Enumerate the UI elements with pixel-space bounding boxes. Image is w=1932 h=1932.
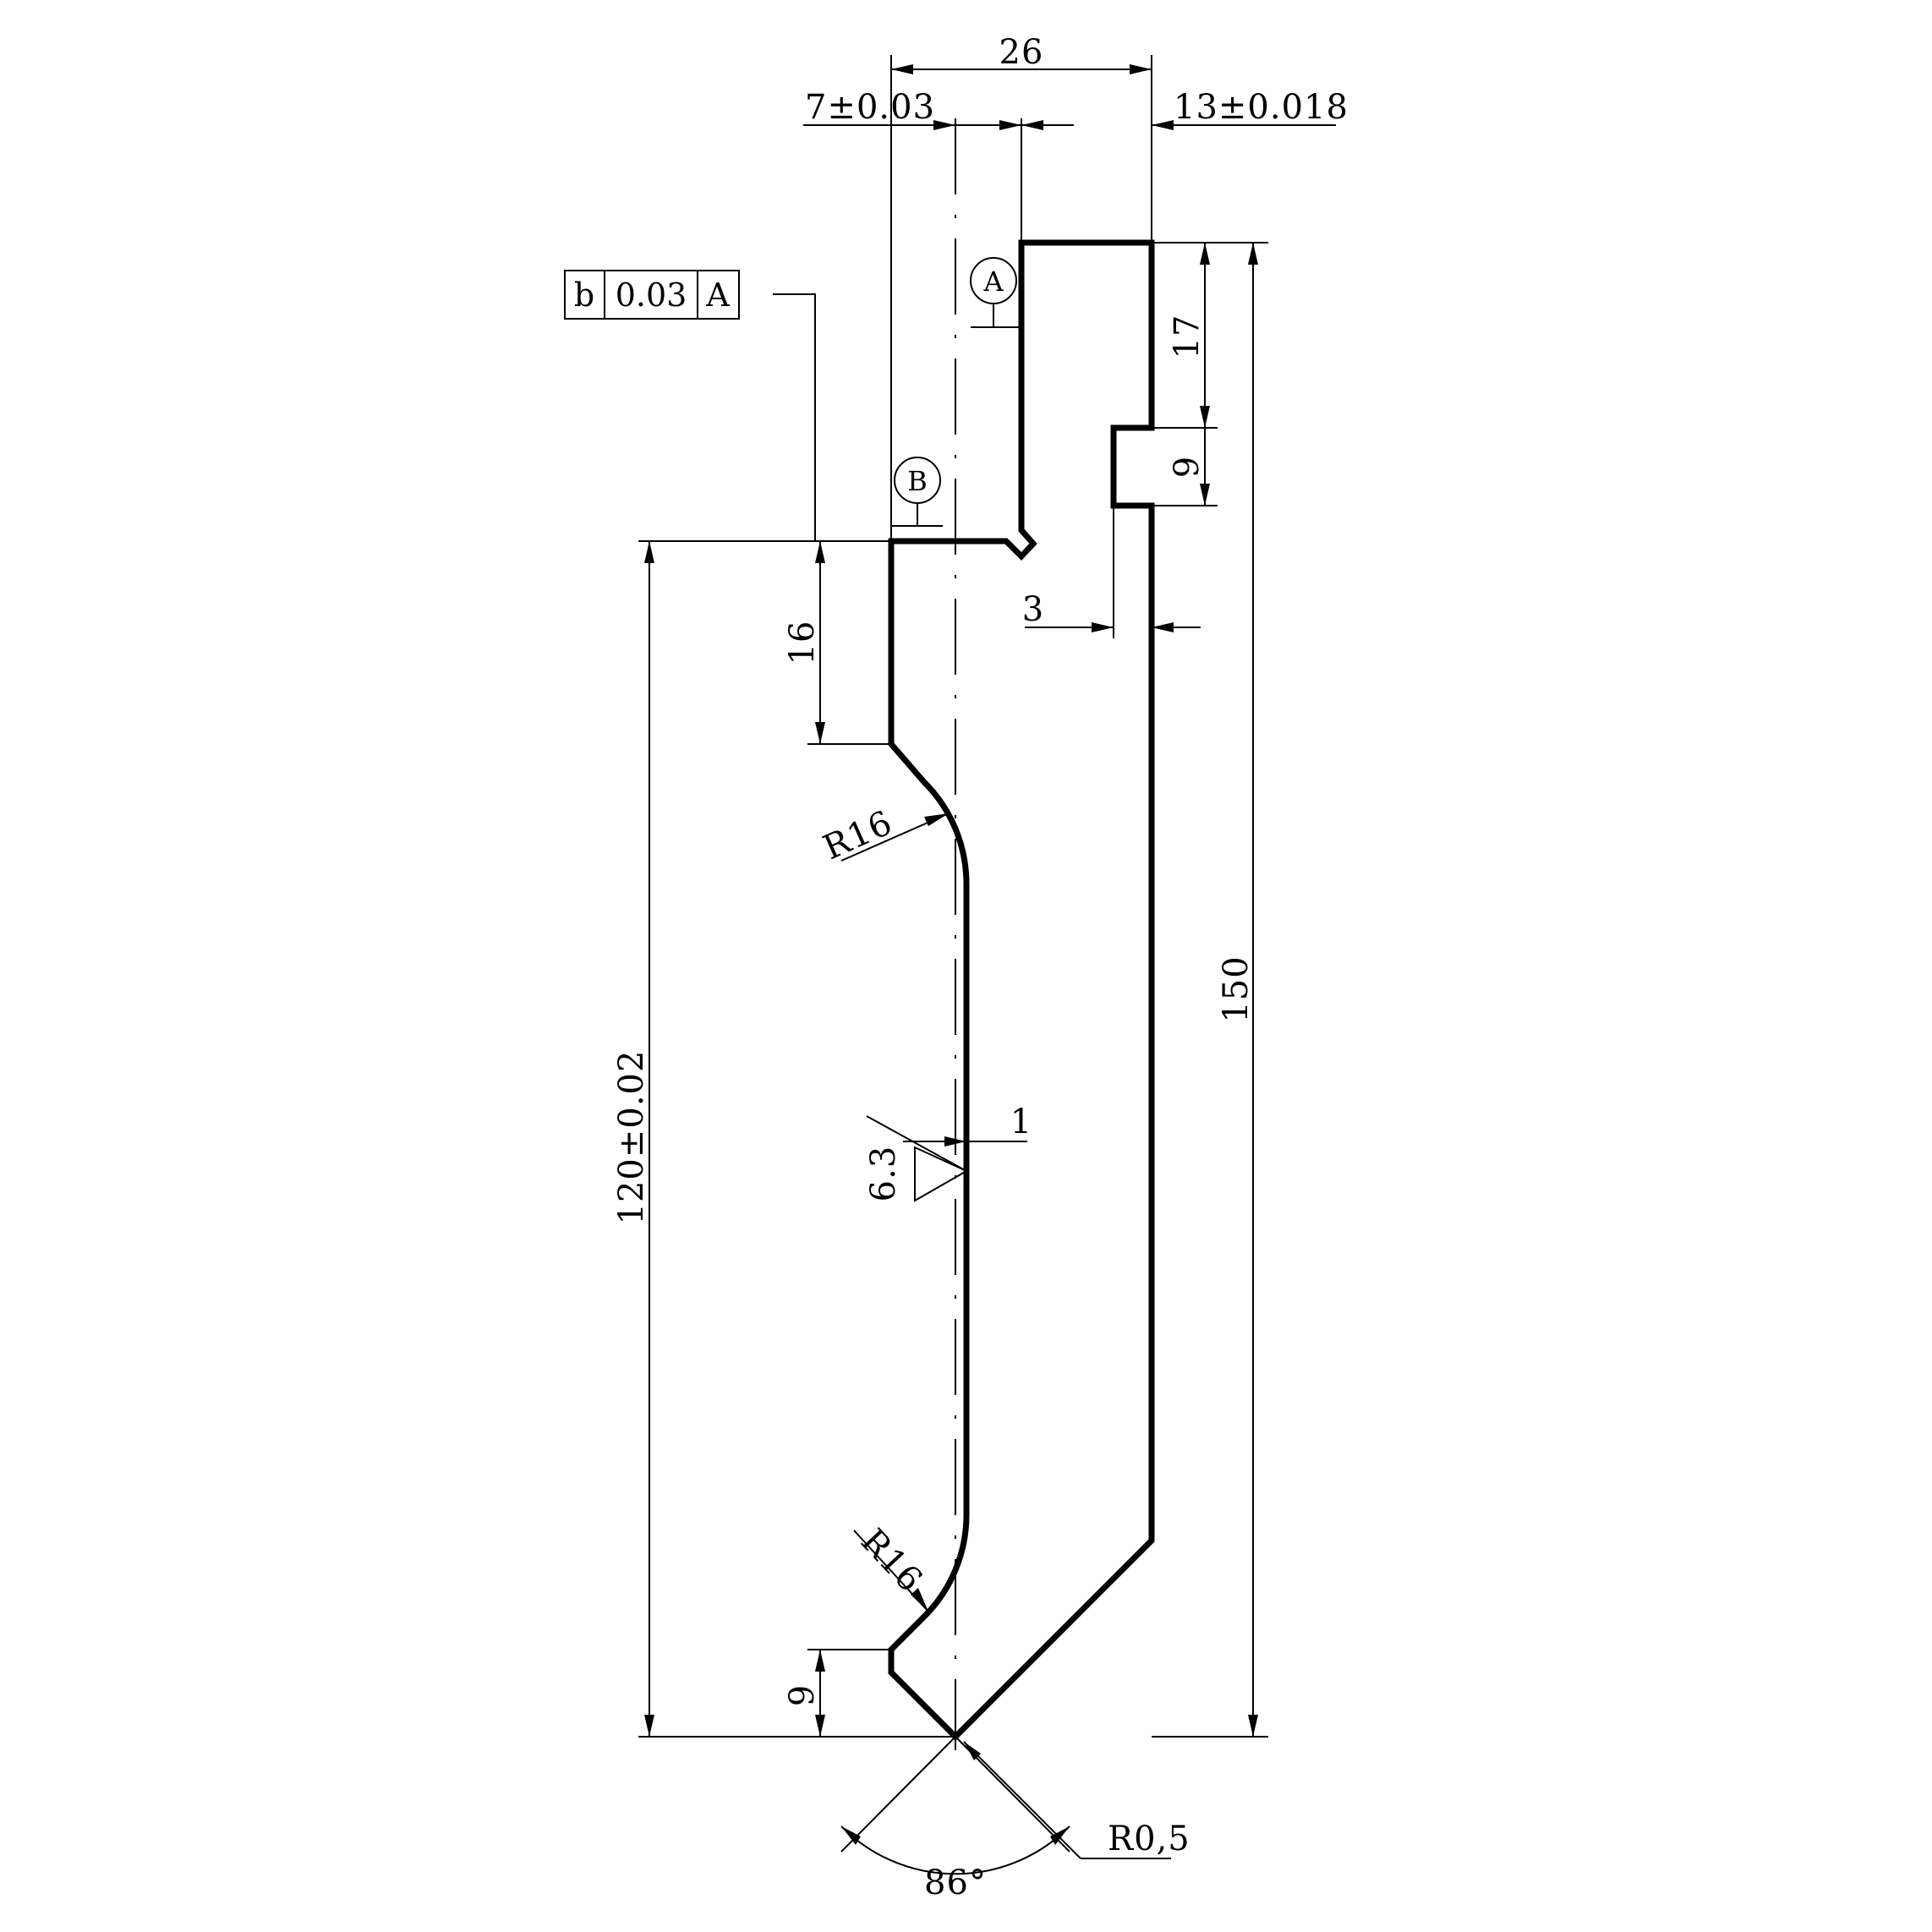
- dimension-150: 150: [1152, 243, 1268, 1738]
- tolerance-frame: b 0.03 A: [564, 270, 816, 541]
- dimension-16: 16: [638, 540, 891, 745]
- dim-16-label: 16: [783, 621, 822, 665]
- surface-finish: 6.3 1: [864, 1103, 1032, 1202]
- dimension-3: 3: [1022, 506, 1201, 638]
- radius-top-label: R16: [818, 803, 898, 867]
- tip-angle: 86°: [840, 1736, 1070, 1902]
- dim-120-label: 120±0.02: [612, 1050, 651, 1225]
- tip-radius-label: R0,5: [1108, 1820, 1190, 1858]
- dimension-9-top: 9: [1152, 428, 1218, 506]
- dim-17-label: 17: [1168, 315, 1207, 359]
- tolerance-datum: A: [705, 276, 730, 314]
- dimension-7-13: 7±0.03 13±0.018: [803, 88, 1349, 243]
- dim-9-top-label: 9: [1168, 456, 1207, 478]
- dim-13-label: 13±0.018: [1174, 88, 1349, 127]
- dim-150-label: 150: [1217, 955, 1256, 1022]
- radius-top: R16: [818, 803, 950, 867]
- dimension-17: 17: [1152, 242, 1268, 429]
- dimension-26: 26: [890, 33, 1152, 541]
- tolerance-symbol: b: [574, 276, 594, 314]
- dim-3-label: 3: [1022, 590, 1044, 629]
- tolerance-value: 0.03: [616, 276, 687, 314]
- tip-radius: R0,5: [963, 1741, 1190, 1859]
- dim-9-bottom-label: 9: [783, 1684, 822, 1706]
- radius-bottom: R16: [853, 1522, 930, 1612]
- datum-a: A: [970, 257, 1021, 328]
- roughness-label: 6.3: [864, 1146, 903, 1202]
- datum-b: B: [892, 457, 943, 527]
- tip-angle-label: 86°: [924, 1864, 987, 1902]
- dimension-120: 120±0.02: [612, 541, 955, 1738]
- dim-7-label: 7±0.03: [805, 88, 935, 127]
- radius-bottom-label: R16: [853, 1522, 930, 1601]
- allowance-label: 1: [1010, 1103, 1032, 1141]
- part-outline: [888, 239, 1155, 1741]
- datum-b-label: B: [907, 465, 928, 497]
- dimension-9-bottom: 9: [783, 1649, 891, 1737]
- dim-26-label: 26: [999, 33, 1044, 72]
- datum-a-label: A: [982, 265, 1004, 298]
